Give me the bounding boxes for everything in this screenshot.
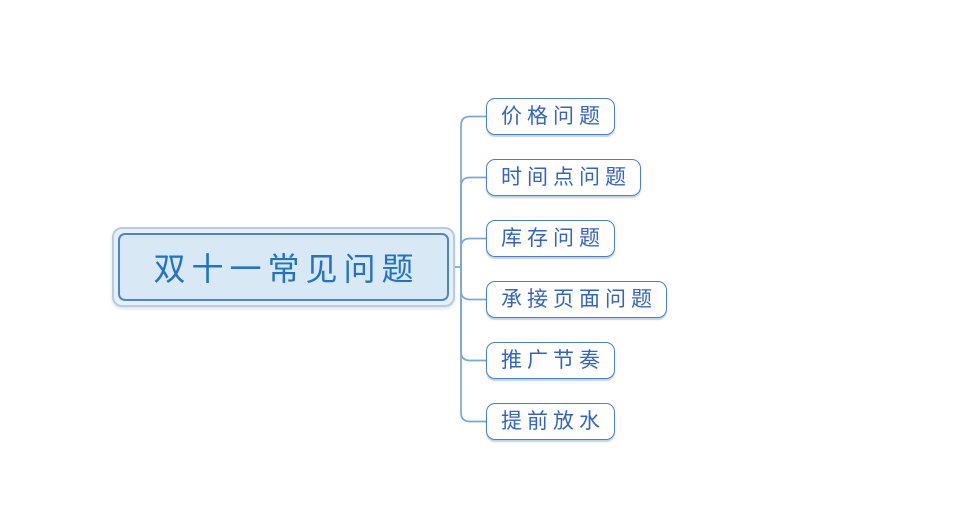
root-topic-label: 双十一常见问题 bbox=[153, 250, 420, 288]
branch-connector bbox=[460, 266, 487, 301]
child-topic[interactable]: 承接页面问题 bbox=[486, 281, 667, 318]
child-topic-label: 库存问题 bbox=[501, 226, 605, 250]
child-topic[interactable]: 推广节奏 bbox=[486, 342, 615, 379]
child-topic[interactable]: 时间点问题 bbox=[486, 159, 641, 196]
child-topic-label: 价格问题 bbox=[501, 104, 605, 128]
child-topic[interactable]: 库存问题 bbox=[486, 220, 615, 257]
child-topic-label: 推广节奏 bbox=[501, 348, 605, 372]
child-topic-label: 时间点问题 bbox=[501, 165, 631, 189]
branch-connector bbox=[460, 266, 487, 362]
child-topic-label: 提前放水 bbox=[501, 409, 605, 433]
branch-connector bbox=[460, 237, 487, 268]
branch-connector bbox=[460, 115, 487, 268]
child-topic-label: 承接页面问题 bbox=[501, 287, 657, 311]
root-topic[interactable]: 双十一常见问题 bbox=[112, 227, 455, 307]
child-topic[interactable]: 提前放水 bbox=[486, 403, 615, 440]
child-topic[interactable]: 价格问题 bbox=[486, 98, 615, 135]
branch-connector bbox=[460, 266, 487, 423]
root-topic-box: 双十一常见问题 bbox=[118, 233, 449, 301]
branch-connector bbox=[460, 176, 487, 268]
